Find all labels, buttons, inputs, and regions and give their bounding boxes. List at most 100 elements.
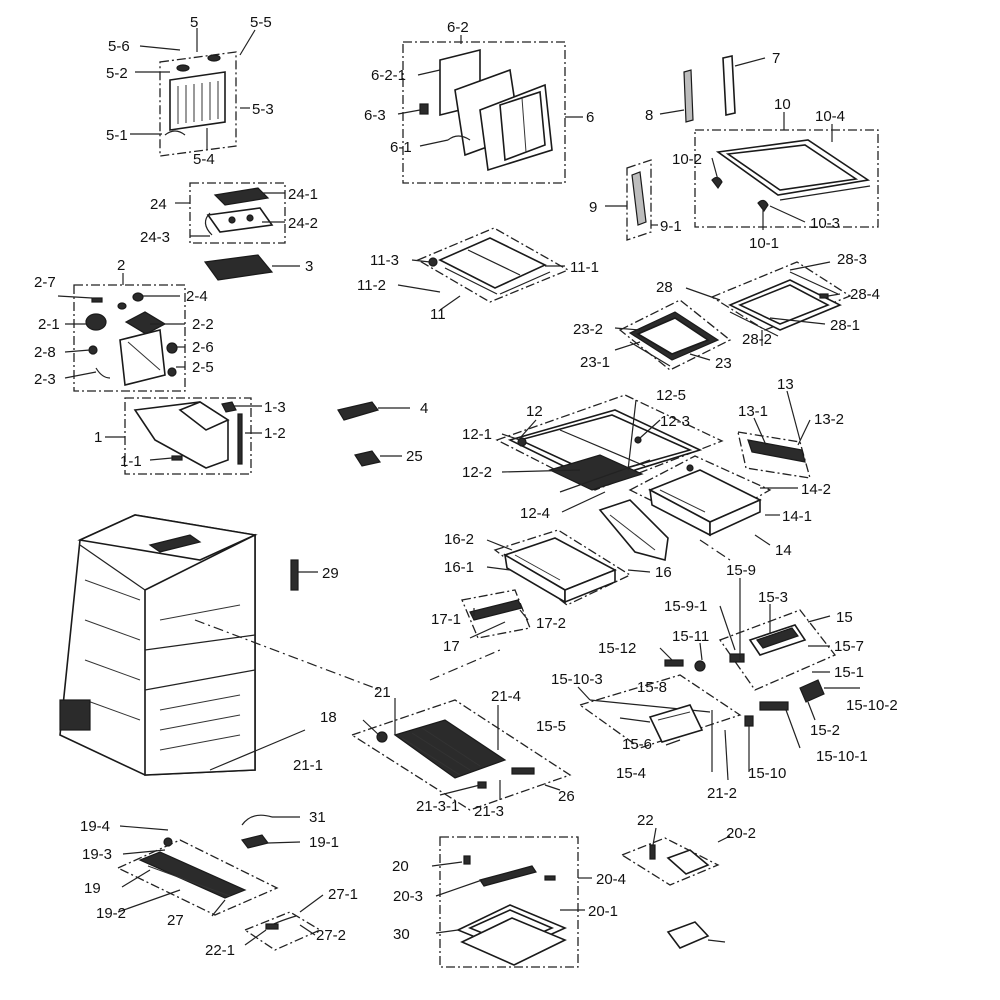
callout: 5-6 (108, 38, 130, 55)
callout: 19-1 (309, 834, 339, 851)
callout: 10-4 (815, 108, 845, 125)
group-box-13 (737, 431, 811, 479)
group-box-19 (116, 839, 279, 916)
callout: 12-2 (462, 464, 492, 481)
callout: 15-1 (834, 664, 864, 681)
callout: 21-2 (707, 785, 737, 802)
callout: 29 (322, 565, 339, 582)
callout: 26 (558, 788, 575, 805)
handle-8-part (683, 69, 694, 123)
ice-bucket-1-part (133, 401, 243, 469)
callout: 5-4 (193, 151, 215, 168)
callout: 12-4 (520, 505, 550, 522)
callout: 28-2 (742, 331, 772, 348)
handle-7-part (722, 55, 736, 116)
callout: 15-10 (748, 765, 786, 782)
callout: 22 (637, 812, 654, 829)
callout: 25 (406, 448, 423, 465)
callout: 24-2 (288, 215, 318, 232)
rail-9-part (631, 171, 647, 226)
shelf-10-part (711, 139, 871, 213)
callout: 31 (309, 809, 326, 826)
callout: 27-2 (316, 927, 346, 944)
callout: 8 (645, 107, 653, 124)
callout: 15-10-1 (816, 748, 868, 765)
callout: 12 (526, 403, 543, 420)
callout: 20-1 (588, 903, 618, 920)
callout: 15-5 (536, 718, 566, 735)
callout: 2-1 (38, 316, 60, 333)
callout: 15-10-2 (846, 697, 898, 714)
cabinet-18-part (59, 514, 258, 776)
callout: 30 (393, 926, 410, 943)
callout: 22-1 (205, 942, 235, 959)
callout: 5-3 (252, 101, 274, 118)
part-illustrations (59, 48, 871, 966)
callout: 2-2 (192, 316, 214, 333)
shelf-28-part (728, 271, 842, 337)
callout: 1 (94, 429, 102, 446)
callout: 15-9 (726, 562, 756, 579)
callout: 2-5 (192, 359, 214, 376)
callout: 5 (190, 14, 198, 31)
callout: 13 (777, 376, 794, 393)
callout: 28 (656, 279, 673, 296)
callout: 19 (84, 880, 101, 897)
callout: 28-1 (830, 317, 860, 334)
callout: 10-3 (810, 215, 840, 232)
rails-21-part (376, 719, 535, 789)
callout: 15-6 (622, 736, 652, 753)
shelf-23-part (628, 311, 720, 367)
callout: 5-1 (106, 127, 128, 144)
group-box-27 (243, 911, 322, 951)
callout: 15-3 (758, 589, 788, 606)
group-box-20 (439, 836, 579, 968)
part-27-2 (265, 923, 279, 930)
callout: 19-4 (80, 818, 110, 835)
callout: 11-3 (370, 252, 399, 269)
callout: 23-1 (580, 354, 610, 371)
callout: 23-2 (573, 321, 603, 338)
callout: 1-2 (264, 425, 286, 442)
callout: 15-8 (637, 679, 667, 696)
callout: 17-1 (431, 611, 461, 628)
callout: 6-2-1 (371, 67, 406, 84)
evaporator-part (164, 54, 226, 136)
callout: 24 (150, 196, 167, 213)
callout: 16-1 (444, 559, 474, 576)
basket-20-part (456, 855, 568, 966)
group-boxes (73, 41, 879, 968)
callout: 18 (320, 709, 337, 726)
filter-3-part (203, 254, 274, 281)
callout: 11 (430, 306, 446, 323)
group-box-9 (626, 159, 652, 241)
callout: 27 (167, 912, 184, 929)
callout: 2-8 (34, 344, 56, 361)
callout: 20 (392, 858, 409, 875)
callout: 21-4 (491, 688, 521, 705)
fan-24-part (204, 187, 274, 236)
callout: 5-2 (106, 65, 128, 82)
callout: 21-1 (293, 757, 323, 774)
callout: 16-2 (444, 531, 474, 548)
callout: 14-2 (801, 481, 831, 498)
callout: 28-4 (850, 286, 880, 303)
callout: 10-2 (672, 151, 702, 168)
shelf-11-part (428, 237, 551, 295)
callout: 2-7 (34, 274, 56, 291)
callout: 17-2 (536, 615, 566, 632)
callout: 2-6 (192, 339, 214, 356)
drawer-14-part (648, 464, 762, 537)
part-4 (337, 401, 379, 421)
assembly-center-lines (194, 539, 731, 691)
callout: 9 (589, 199, 597, 216)
callout: 3 (305, 258, 313, 275)
group-box-21 (350, 699, 572, 811)
callout: 24-3 (140, 229, 170, 246)
callout: 10 (774, 96, 791, 113)
callout: 20-4 (596, 871, 626, 888)
group-box-1 (124, 397, 252, 475)
callout: 15-12 (598, 640, 636, 657)
rail-13-part (747, 439, 806, 463)
callout: 27-1 (328, 886, 358, 903)
